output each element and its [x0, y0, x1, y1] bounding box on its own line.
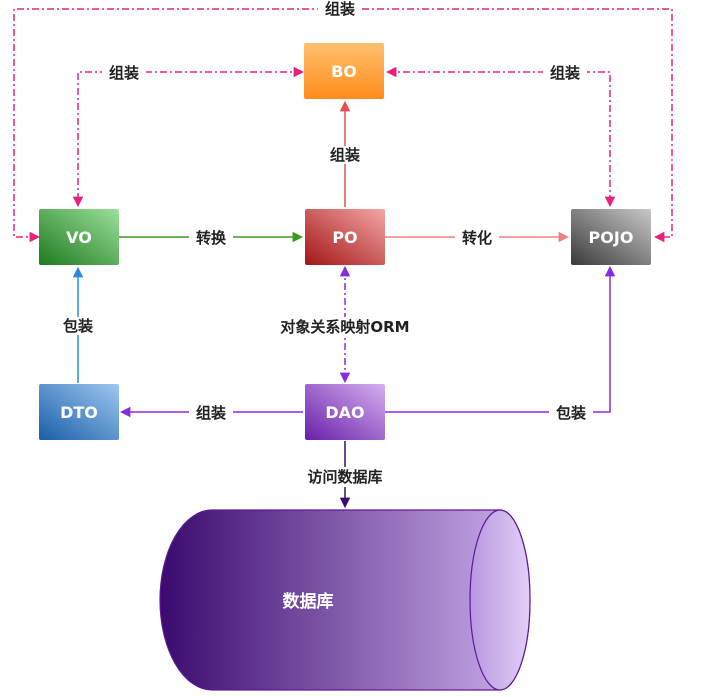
- node-bo-box: [304, 43, 384, 99]
- edge-label-bo-pojo: 组装: [550, 64, 581, 82]
- node-po-box: [305, 209, 385, 265]
- node-po[interactable]: PO: [305, 209, 385, 265]
- node-dao[interactable]: DAO: [305, 384, 385, 440]
- node-pojo-label: POJO: [589, 228, 634, 247]
- node-dto-box: [39, 384, 119, 440]
- database-cylinder[interactable]: 数据库: [159, 509, 531, 691]
- edge-label-vo-po: 转换: [196, 229, 227, 247]
- node-bo-label: BO: [331, 62, 357, 81]
- edge-label-po-bo: 组装: [330, 146, 361, 164]
- edge-dao-pojo: [385, 265, 616, 413]
- edge-label-bg: [549, 404, 593, 422]
- node-dto-label: DTO: [60, 403, 98, 422]
- edge-label-bg: [56, 317, 100, 335]
- edge-label-bg: [189, 404, 233, 422]
- edge-label-dao-db: 访问数据库: [307, 468, 382, 486]
- edge-label-bg: [296, 467, 394, 487]
- node-vo[interactable]: VO: [39, 209, 119, 265]
- edge-label-dto-vo: 包装: [63, 317, 94, 335]
- edge-label-top-loop: 组装: [325, 0, 356, 18]
- edge-label-bo-vo: 组装: [109, 64, 140, 82]
- edge-label-bg: [543, 64, 587, 82]
- node-bo[interactable]: BO: [304, 43, 384, 99]
- edge-label-po-dao-orm: 对象关系映射ORM: [280, 318, 409, 336]
- edge-label-bg: [189, 229, 233, 247]
- node-po-label: PO: [332, 228, 357, 247]
- database-label: 数据库: [283, 591, 334, 612]
- edge-bo-pojo: [385, 66, 616, 208]
- node-vo-box: [39, 209, 119, 265]
- edge-label-po-pojo: 转化: [462, 229, 492, 247]
- edge-label-bg: [455, 229, 499, 247]
- node-vo-label: VO: [66, 228, 92, 247]
- edge-bo-vo: [72, 66, 305, 208]
- edge-label-bg: [272, 317, 418, 337]
- node-pojo[interactable]: POJO: [571, 209, 651, 265]
- edge-label-dao-pojo: 包装: [556, 404, 587, 422]
- edge-label-bg: [318, 0, 362, 18]
- node-dao-box: [305, 384, 385, 440]
- node-pojo-box: [571, 209, 651, 265]
- edge-label-dao-dto: 组装: [196, 404, 227, 422]
- node-dto[interactable]: DTO: [39, 384, 119, 440]
- node-dao-label: DAO: [325, 403, 364, 422]
- database-cap: [469, 509, 531, 691]
- edge-label-bg: [102, 64, 146, 82]
- edge-label-bg: [323, 146, 367, 164]
